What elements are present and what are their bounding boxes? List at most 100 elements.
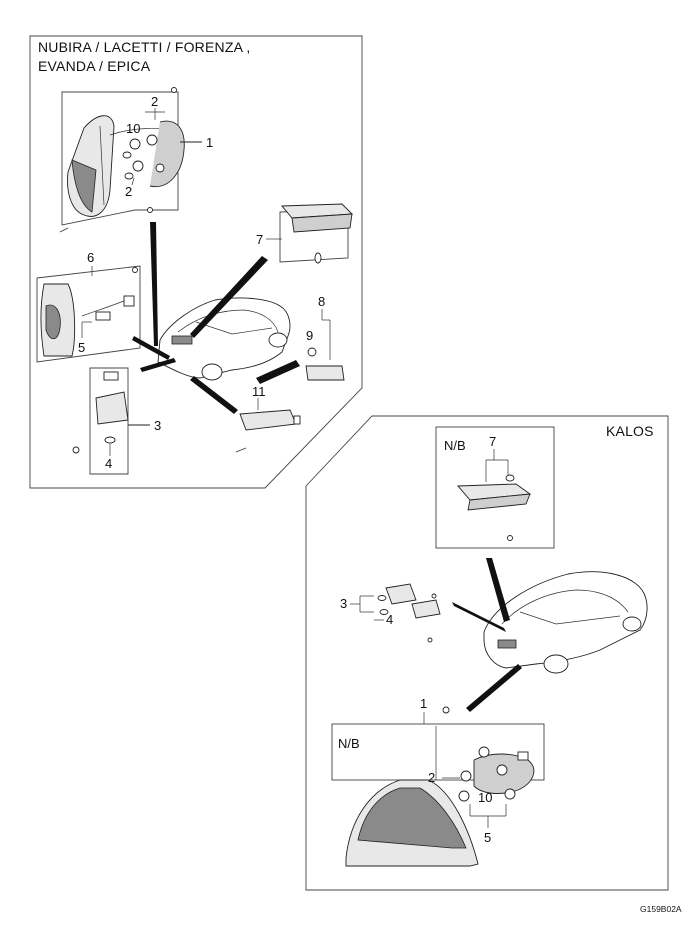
kalos-rear-lamp-group: 1 N/B 2 10 5 [331, 696, 545, 867]
bulb-socket [458, 790, 470, 802]
sedan-body [483, 571, 648, 669]
callout-11: 11 [252, 384, 266, 399]
side-marker-group: 8 9 [305, 294, 345, 381]
nubira-panel-border [29, 35, 363, 489]
wheel [622, 616, 642, 632]
callout-3: 3 [340, 596, 347, 611]
kalos-panel: KALOS N/B 7 3 4 [305, 415, 669, 891]
screw [132, 267, 138, 273]
nubira-panel: NUBIRA / LACETTI / FORENZA , EVANDA / EP… [29, 35, 363, 489]
bulb [307, 347, 317, 357]
kalos-car-outline [483, 571, 648, 674]
pointer-wedge [190, 256, 268, 338]
nb-bottom-label: N/B [338, 736, 360, 751]
connector [517, 751, 529, 761]
bulb-socket [103, 371, 119, 381]
bulb-socket [478, 746, 490, 758]
pointer-wedge [150, 222, 158, 346]
bulb-socket [496, 764, 508, 776]
trunk-lamp-group: 6 5 [36, 250, 141, 363]
side-marker-lamp [305, 365, 345, 381]
screw [147, 207, 153, 213]
reflector-lamp [239, 409, 297, 431]
bulb [124, 172, 134, 180]
connector [123, 295, 135, 307]
kalos-stop-lamp-group: N/B 7 [435, 426, 555, 549]
pointer-wedge [486, 558, 510, 622]
callout-4: 4 [105, 456, 112, 471]
screw [507, 535, 513, 541]
trunk-lamp-lens [45, 304, 61, 340]
callout-5: 5 [484, 830, 491, 845]
figure-code: G159B02A [640, 904, 682, 914]
screw [442, 706, 450, 714]
license-plate-lamp [411, 599, 441, 619]
nb-top-label: N/B [444, 438, 466, 453]
rear-lamp-location [171, 335, 193, 345]
screw [431, 593, 437, 599]
nubira-title-line2: EVANDA / EPICA [38, 58, 151, 74]
screw [72, 446, 80, 454]
callout-7: 7 [256, 232, 263, 247]
pointer-wedge [132, 336, 170, 360]
callout-10: 10 [478, 790, 492, 805]
bulb [104, 436, 116, 444]
lamp-wiring-harness [149, 120, 185, 188]
bulb [122, 151, 132, 159]
bulb [314, 252, 322, 264]
screw [427, 637, 433, 643]
pointer-wedge [466, 664, 522, 712]
pointer-wedge [190, 376, 238, 414]
clip [293, 415, 301, 425]
wheel [268, 332, 288, 348]
kalos-panel-border [305, 415, 669, 891]
wheel [543, 654, 569, 674]
screw [171, 87, 177, 93]
nb-bottom-box [331, 723, 545, 781]
bulb-socket [155, 163, 165, 173]
bulb [379, 609, 389, 615]
callout-6: 6 [87, 250, 94, 265]
pointer-wedge [452, 602, 506, 632]
nubira-title-line1: NUBIRA / LACETTI / FORENZA , [38, 39, 251, 55]
license-plate-lamp-group: 3 4 [72, 367, 161, 475]
wheel [201, 363, 223, 381]
bulb-socket [460, 770, 472, 782]
license-plate-lamp [385, 583, 417, 605]
bulb-socket [95, 311, 111, 321]
callout-5: 5 [78, 340, 85, 355]
bulb [377, 595, 387, 601]
pointer-wedge [140, 358, 176, 372]
reflector-group: 11 [235, 384, 301, 453]
callout-3: 3 [154, 418, 161, 433]
rear-combination-lamp-group: 1 2 10 2 [59, 87, 213, 233]
license-plate-lamp [95, 391, 129, 425]
trunk-lamp-box [36, 265, 141, 363]
callout-1: 1 [206, 135, 213, 150]
license-lamp-box [89, 367, 129, 475]
callout-2: 2 [428, 770, 435, 785]
callout-9: 9 [306, 328, 313, 343]
high-mount-stop-lamp-group: 7 [256, 203, 354, 264]
kalos-license-lamp-group: 3 4 [340, 583, 441, 643]
pointer-wedge [256, 360, 300, 384]
rear-lamp-lens [71, 159, 97, 213]
callout-2: 2 [125, 184, 132, 199]
callout-1: 1 [420, 696, 427, 711]
nubira-car-outline [157, 297, 291, 381]
callout-2: 2 [151, 94, 158, 109]
bulb-socket [504, 788, 516, 800]
kalos-rear-lamp-lens [357, 787, 467, 849]
rear-lamp-location [497, 639, 517, 649]
callout-4: 4 [386, 612, 393, 627]
nb-top-box [435, 426, 555, 549]
bulb-socket [132, 160, 144, 172]
bulb-socket [146, 134, 158, 146]
callout-8: 8 [318, 294, 325, 309]
callout-7: 7 [489, 434, 496, 449]
bulb [505, 474, 515, 482]
bulb-socket [129, 138, 141, 150]
lamp-detail-box [61, 91, 179, 226]
